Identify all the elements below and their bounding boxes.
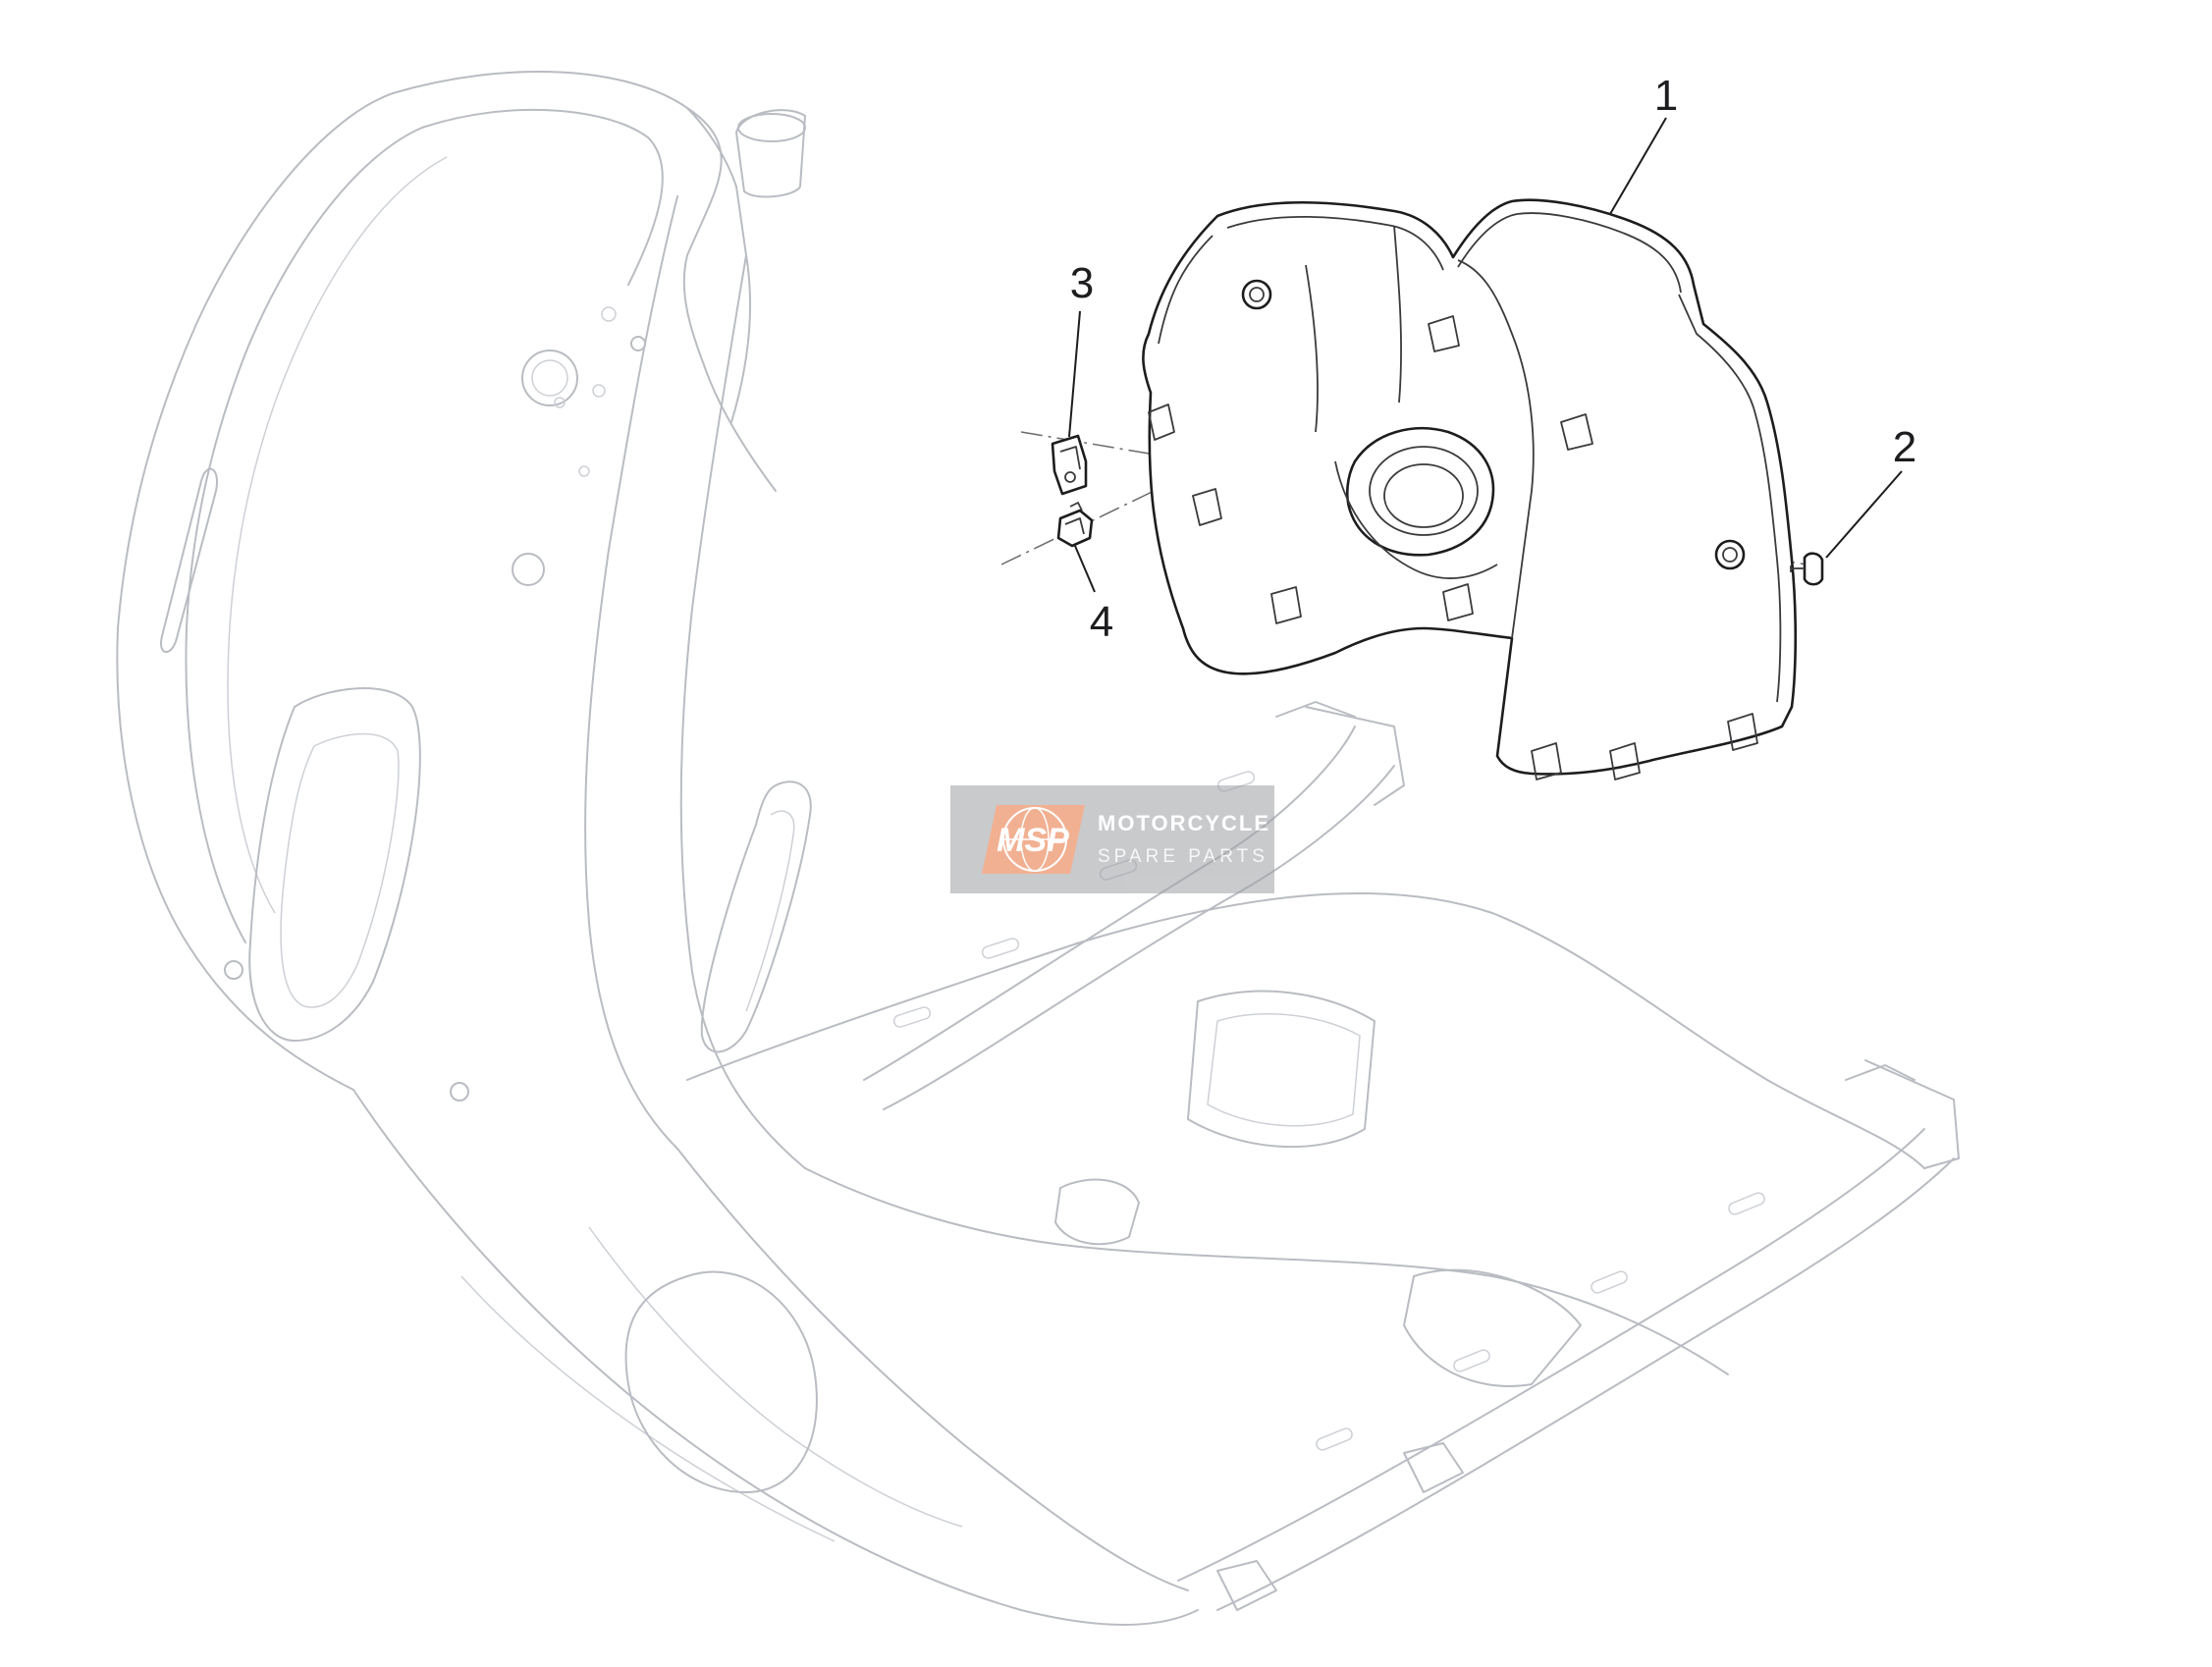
leader-4: [1074, 545, 1096, 593]
part-1-inner-shield-cover: [1142, 198, 1798, 780]
leader-2: [1825, 470, 1903, 559]
watermark: MSP MOTORCYCLE SPARE PARTS: [950, 785, 1274, 893]
callout-3: 3: [1070, 259, 1094, 307]
part-4-spring-clip: [1056, 502, 1094, 548]
leader-1: [1609, 117, 1667, 215]
leader-3: [1068, 310, 1081, 438]
watermark-line1: MOTORCYCLE: [1098, 811, 1270, 835]
callout-leaders: [1068, 117, 1903, 593]
watermark-logo: MSP: [997, 822, 1069, 859]
callout-1: 1: [1654, 72, 1678, 120]
watermark-line2: SPARE PARTS: [1098, 846, 1268, 867]
callout-4: 4: [1090, 598, 1113, 646]
part-3-clip-nut: [1051, 434, 1088, 496]
part-2-screw: [1790, 552, 1824, 586]
callout-labels: 1 2 3 4: [1070, 72, 1916, 646]
callout-2: 2: [1893, 423, 1916, 471]
frame-body-ghost: [116, 71, 1960, 1626]
